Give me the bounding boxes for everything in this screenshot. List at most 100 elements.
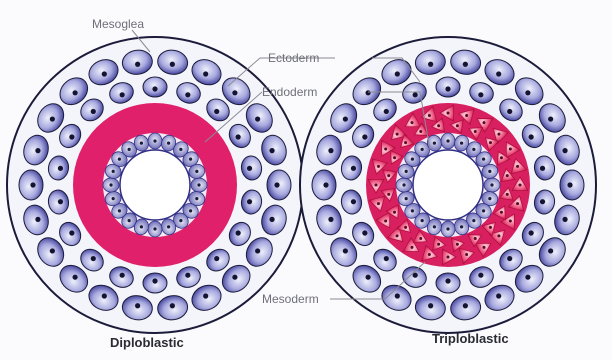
cell-nucleus [170, 62, 175, 67]
cell-nucleus [185, 273, 190, 278]
cell-nucleus [500, 211, 503, 214]
cell-nucleus [269, 217, 274, 222]
cell-nucleus [112, 170, 115, 173]
mesoderm-label: Mesoderm [262, 292, 319, 306]
cell-nucleus [179, 219, 182, 222]
cell-nucleus [236, 134, 241, 139]
endoderm-label: Endoderm [262, 85, 317, 99]
cell-nucleus [482, 209, 485, 212]
cell-nucleus [128, 219, 131, 222]
cell-nucleus [472, 148, 475, 151]
cell-nucleus [465, 114, 468, 117]
cell-nucleus [404, 226, 407, 229]
cell-nucleus [428, 303, 433, 308]
cell-nucleus [387, 193, 390, 196]
cell-nucleus [447, 112, 450, 115]
cell-nucleus [483, 121, 486, 124]
cell-nucleus [460, 142, 463, 145]
cell-nucleus [30, 182, 35, 187]
cell-nucleus [189, 209, 192, 212]
cell-nucleus [112, 197, 115, 200]
cell-nucleus [447, 256, 450, 259]
cell-nucleus [58, 199, 63, 204]
cell-nucleus [393, 211, 396, 214]
cell-nucleus [384, 220, 387, 223]
cell-nucleus [478, 92, 483, 97]
cell-nucleus [377, 165, 380, 168]
cell-nucleus [562, 148, 567, 153]
cell-nucleus [419, 130, 422, 133]
cell-nucleus [516, 165, 519, 168]
cell-nucleus [343, 248, 348, 253]
cell-nucleus [69, 134, 74, 139]
cell-nucleus [474, 130, 477, 133]
cell-nucleus [232, 90, 237, 95]
cell-nucleus [567, 182, 572, 187]
cell-nucleus [525, 275, 530, 280]
cell-nucleus [203, 71, 208, 76]
cell-nucleus [135, 62, 140, 67]
cell-nucleus [483, 246, 486, 249]
diploblastic-caption: Diploblastic [110, 335, 184, 350]
cell-nucleus [478, 273, 483, 278]
cell-nucleus [405, 197, 408, 200]
cell-nucleus [496, 71, 501, 76]
cell-nucleus [446, 227, 449, 230]
cell-nucleus [247, 166, 252, 171]
cell-nucleus [474, 237, 477, 240]
cell-nucleus [269, 148, 274, 153]
cell-nucleus [366, 275, 371, 280]
cell-nucleus [419, 237, 422, 240]
cell-nucleus [428, 62, 433, 67]
cell-nucleus [91, 256, 96, 261]
cell-nucleus [232, 275, 237, 280]
cell-nucleus [525, 90, 530, 95]
cell-nucleus [428, 114, 431, 117]
cell-nucleus [120, 92, 125, 97]
cell-nucleus [170, 303, 175, 308]
cell-nucleus [120, 273, 125, 278]
cell-nucleus [384, 109, 389, 114]
cell-nucleus [437, 243, 440, 246]
cell-nucleus [387, 174, 390, 177]
cell-nucleus [548, 248, 553, 253]
cell-nucleus [460, 225, 463, 228]
cell-nucleus [500, 156, 503, 159]
cell-nucleus [140, 225, 143, 228]
cell-nucleus [529, 230, 534, 235]
cell-nucleus [377, 202, 380, 205]
cell-nucleus [247, 199, 252, 204]
cell-nucleus [404, 141, 407, 144]
cell-nucleus [102, 71, 107, 76]
cell-nucleus [405, 170, 408, 173]
cell-nucleus [384, 148, 387, 151]
cell-nucleus [73, 275, 78, 280]
cell-nucleus [375, 184, 378, 187]
cell-nucleus [446, 139, 449, 142]
cell-nucleus [328, 217, 333, 222]
cell-nucleus [167, 225, 170, 228]
cell-nucleus [351, 166, 356, 171]
cell-nucleus [362, 230, 367, 235]
cell-nucleus [396, 133, 399, 136]
cell-nucleus [50, 116, 55, 121]
cell-nucleus [153, 139, 156, 142]
cell-nucleus [445, 278, 450, 283]
cell-nucleus [509, 148, 512, 151]
cell-nucleus [50, 248, 55, 253]
cell-nucleus [393, 156, 396, 159]
cell-nucleus [118, 209, 121, 212]
cell-nucleus [421, 148, 424, 151]
triploblastic-diagram [300, 37, 596, 333]
cell-nucleus [507, 256, 512, 261]
ectoderm-label: Ectoderm [268, 51, 319, 65]
cell-nucleus [69, 230, 74, 235]
cell-nucleus [497, 234, 500, 237]
cell-nucleus [167, 142, 170, 145]
cell-nucleus [35, 217, 40, 222]
cell-nucleus [489, 141, 492, 144]
cell-nucleus [396, 234, 399, 237]
cell-nucleus [214, 109, 219, 114]
cell-nucleus [343, 116, 348, 121]
